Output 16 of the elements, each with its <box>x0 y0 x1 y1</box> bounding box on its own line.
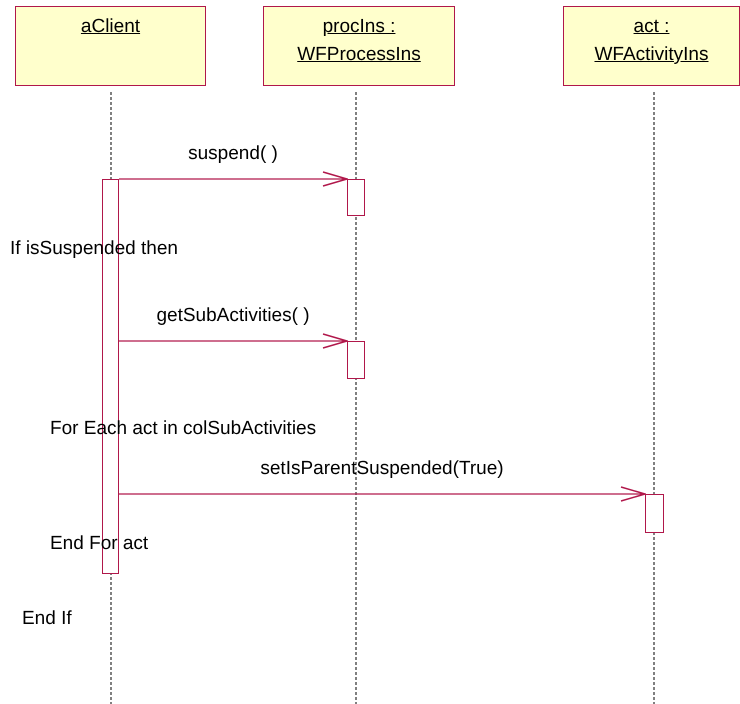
activation-bar <box>645 494 664 533</box>
message-arrow <box>119 333 348 349</box>
object-box <box>263 6 455 86</box>
message-arrow <box>119 486 646 502</box>
activation-bar <box>347 179 365 216</box>
message-label: suspend( ) <box>188 143 278 165</box>
object-name: aClient <box>80 15 140 39</box>
object-name: act : WFActivityIns <box>593 15 710 67</box>
message-arrow <box>119 171 348 187</box>
message-label: getSubActivities( ) <box>156 305 310 327</box>
object-name: procIns : WFProcessIns <box>296 15 422 67</box>
object-box <box>563 6 740 86</box>
object-box <box>15 6 206 86</box>
message-label: setIsParentSuspended(True) <box>260 458 504 480</box>
activation-bar <box>347 341 365 379</box>
guard-note: End If <box>22 608 72 630</box>
